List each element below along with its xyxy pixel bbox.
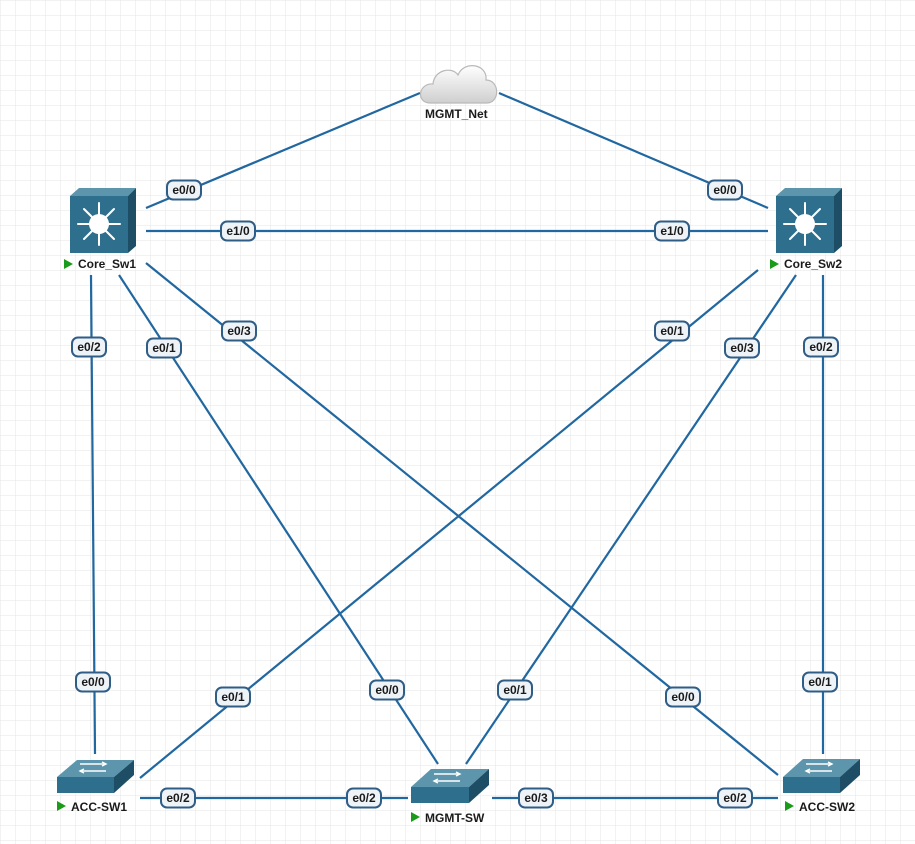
port-label-box	[160, 787, 196, 809]
port-label-text: e0/0	[81, 675, 105, 689]
port-label-text: e0/2	[352, 791, 376, 805]
port-label-text: e1/0	[226, 224, 250, 238]
port-label-text: e0/2	[77, 340, 101, 354]
port-label-box	[221, 320, 257, 342]
port-label-text: e0/1	[503, 683, 527, 697]
port-label-text: e1/0	[660, 224, 684, 238]
port-acc_sw2-e0-1[interactable]: e0/1	[802, 671, 838, 693]
port-label-box	[75, 671, 111, 693]
layer2-switch-icon	[57, 760, 134, 793]
node-label: MGMT_Net	[425, 107, 488, 121]
running-indicator-icon	[57, 801, 66, 811]
port-label-box	[724, 337, 760, 359]
port-core_sw2-e0-3[interactable]: e0/3	[724, 337, 760, 359]
port-acc_sw2-e0-2[interactable]: e0/2	[717, 787, 753, 809]
port-label-box	[654, 320, 690, 342]
layer2-switch-icon	[783, 759, 860, 793]
port-label-text: e0/3	[227, 324, 251, 338]
port-label-text: e0/3	[524, 791, 548, 805]
port-core_sw1-e0-2[interactable]: e0/2	[71, 336, 107, 358]
port-label-box	[707, 179, 743, 201]
port-core_sw2-e0-2[interactable]: e0/2	[803, 336, 839, 358]
port-core_sw2-e0-0[interactable]: e0/0	[707, 179, 743, 201]
running-indicator-icon	[411, 812, 420, 822]
node-acc-sw2[interactable]: ACC-SW2	[783, 759, 860, 814]
port-label-text: e0/1	[808, 675, 832, 689]
running-indicator-icon	[785, 801, 794, 811]
node-core-sw2[interactable]: Core_Sw2	[770, 188, 842, 271]
running-indicator-icon	[770, 259, 779, 269]
port-label-box	[220, 220, 256, 242]
port-label-text: e0/0	[375, 683, 399, 697]
node-label: ACC-SW1	[71, 800, 127, 814]
node-acc-sw1[interactable]: ACC-SW1	[57, 760, 134, 814]
port-core_sw2-e1-0[interactable]: e1/0	[654, 220, 690, 242]
port-core_sw1-e0-1[interactable]: e0/1	[146, 337, 182, 359]
port-label-box	[665, 686, 701, 708]
port-label-text: e0/0	[671, 690, 695, 704]
port-mgmt_sw-e0-3[interactable]: e0/3	[518, 787, 554, 809]
port-acc_sw2-e0-0[interactable]: e0/0	[665, 686, 701, 708]
port-mgmt_sw-e0-0[interactable]: e0/0	[369, 679, 405, 701]
port-label-text: e0/2	[723, 791, 747, 805]
port-label-text: e0/1	[221, 690, 245, 704]
port-core_sw1-e1-0[interactable]: e1/0	[220, 220, 256, 242]
port-acc_sw1-e0-0[interactable]: e0/0	[75, 671, 111, 693]
port-mgmt_sw-e0-2[interactable]: e0/2	[346, 787, 382, 809]
layer2-switch-icon	[411, 769, 489, 803]
node-label: Core_Sw1	[78, 257, 136, 271]
node-mgmt-sw[interactable]: MGMT-SW	[411, 769, 489, 825]
port-label-text: e0/2	[809, 340, 833, 354]
port-label-box	[166, 179, 202, 201]
running-indicator-icon	[64, 259, 73, 269]
node-mgmt-net[interactable]: MGMT_Net	[420, 65, 498, 121]
node-label: ACC-SW2	[799, 800, 855, 814]
port-mgmt_sw-e0-1[interactable]: e0/1	[497, 679, 533, 701]
port-label-text: e0/0	[172, 183, 196, 197]
node-label: MGMT-SW	[425, 811, 485, 825]
port-label-box	[71, 336, 107, 358]
port-label-box	[146, 337, 182, 359]
port-label-box	[802, 671, 838, 693]
layer3-switch-icon	[70, 188, 136, 253]
port-label-box	[717, 787, 753, 809]
ports-layer: e0/0 e0/0 e1/0 e1/0 e0/2 e0/0 e0/1 e0/0 e0/3 e0/0…	[71, 179, 839, 809]
port-label-text: e0/1	[152, 341, 176, 355]
port-label-text: e0/2	[166, 791, 190, 805]
port-acc_sw1-e0-1[interactable]: e0/1	[215, 686, 251, 708]
port-core_sw1-e0-3[interactable]: e0/3	[221, 320, 257, 342]
port-core_sw2-e0-1[interactable]: e0/1	[654, 320, 690, 342]
port-label-box	[497, 679, 533, 701]
port-label-box	[215, 686, 251, 708]
port-label-box	[654, 220, 690, 242]
port-label-box	[346, 787, 382, 809]
port-label-box	[518, 787, 554, 809]
port-label-text: e0/1	[660, 324, 684, 338]
port-core_sw1-e0-0[interactable]: e0/0	[166, 179, 202, 201]
port-label-box	[803, 336, 839, 358]
port-label-text: e0/3	[730, 341, 754, 355]
node-core-sw1[interactable]: Core_Sw1	[64, 188, 136, 271]
port-label-box	[369, 679, 405, 701]
cloud-icon	[420, 65, 498, 104]
port-label-text: e0/0	[713, 183, 737, 197]
node-label: Core_Sw2	[784, 257, 842, 271]
layer3-switch-icon	[776, 188, 842, 253]
port-acc_sw1-e0-2[interactable]: e0/2	[160, 787, 196, 809]
